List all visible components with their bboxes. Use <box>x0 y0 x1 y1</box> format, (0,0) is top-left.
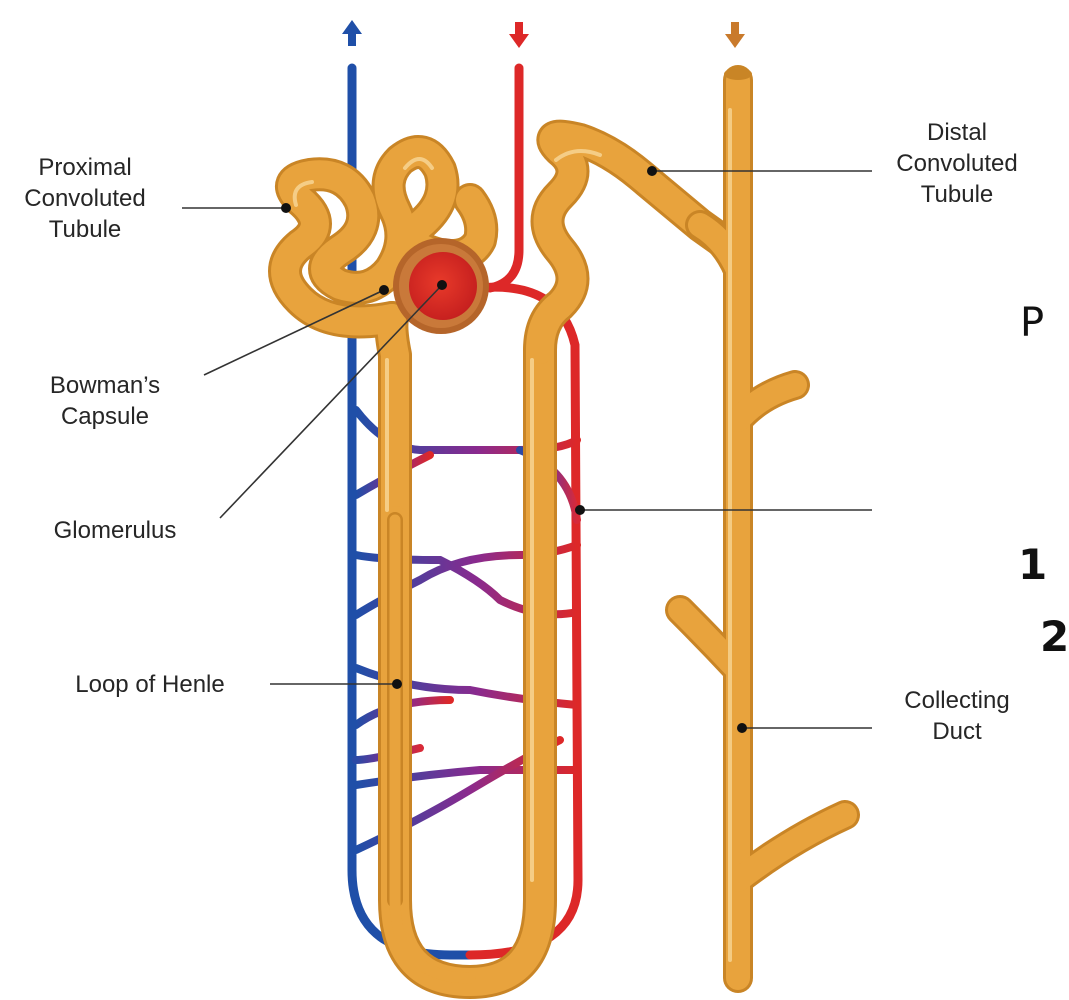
label-loop-of-henle: Loop of Henle <box>40 669 260 700</box>
arrow-up-icon <box>342 20 362 46</box>
label-line: Capsule <box>60 403 150 430</box>
tubule-system <box>268 65 860 999</box>
label-bowmans-capsule: Bowman’s Capsule <box>20 370 190 432</box>
label-line: Duct <box>932 718 982 745</box>
vein <box>347 63 475 960</box>
label-line: Tubule <box>48 216 122 243</box>
label-glomerulus: Glomerulus <box>20 515 210 546</box>
leader-lines <box>182 170 872 729</box>
label-line: Loop of Henle <box>75 671 225 698</box>
label-line: Distal <box>926 119 987 146</box>
arrow-down-icon <box>725 22 745 48</box>
label-proximal-convoluted-tubule: Proximal Convoluted Tubule <box>0 152 170 245</box>
leader-dots <box>281 166 747 733</box>
label-line: Bowman’s <box>49 372 161 399</box>
cutoff-text-p: P <box>1020 300 1045 346</box>
label-collecting-duct: Collecting Duct <box>872 685 1042 747</box>
label-distal-convoluted-tubule: Distal Convoluted Tubule <box>872 117 1042 210</box>
arrow-down-icon <box>509 22 529 48</box>
label-line: Convoluted <box>24 185 146 212</box>
label-line: Convoluted <box>896 150 1018 177</box>
label-line: Glomerulus <box>53 517 177 544</box>
cutoff-text-1: 1 <box>1018 540 1048 589</box>
label-line: Proximal <box>38 154 132 181</box>
label-line: Tubule <box>920 181 994 208</box>
cutoff-text-2: 2 <box>1040 612 1069 661</box>
label-line: Collecting <box>904 687 1010 714</box>
